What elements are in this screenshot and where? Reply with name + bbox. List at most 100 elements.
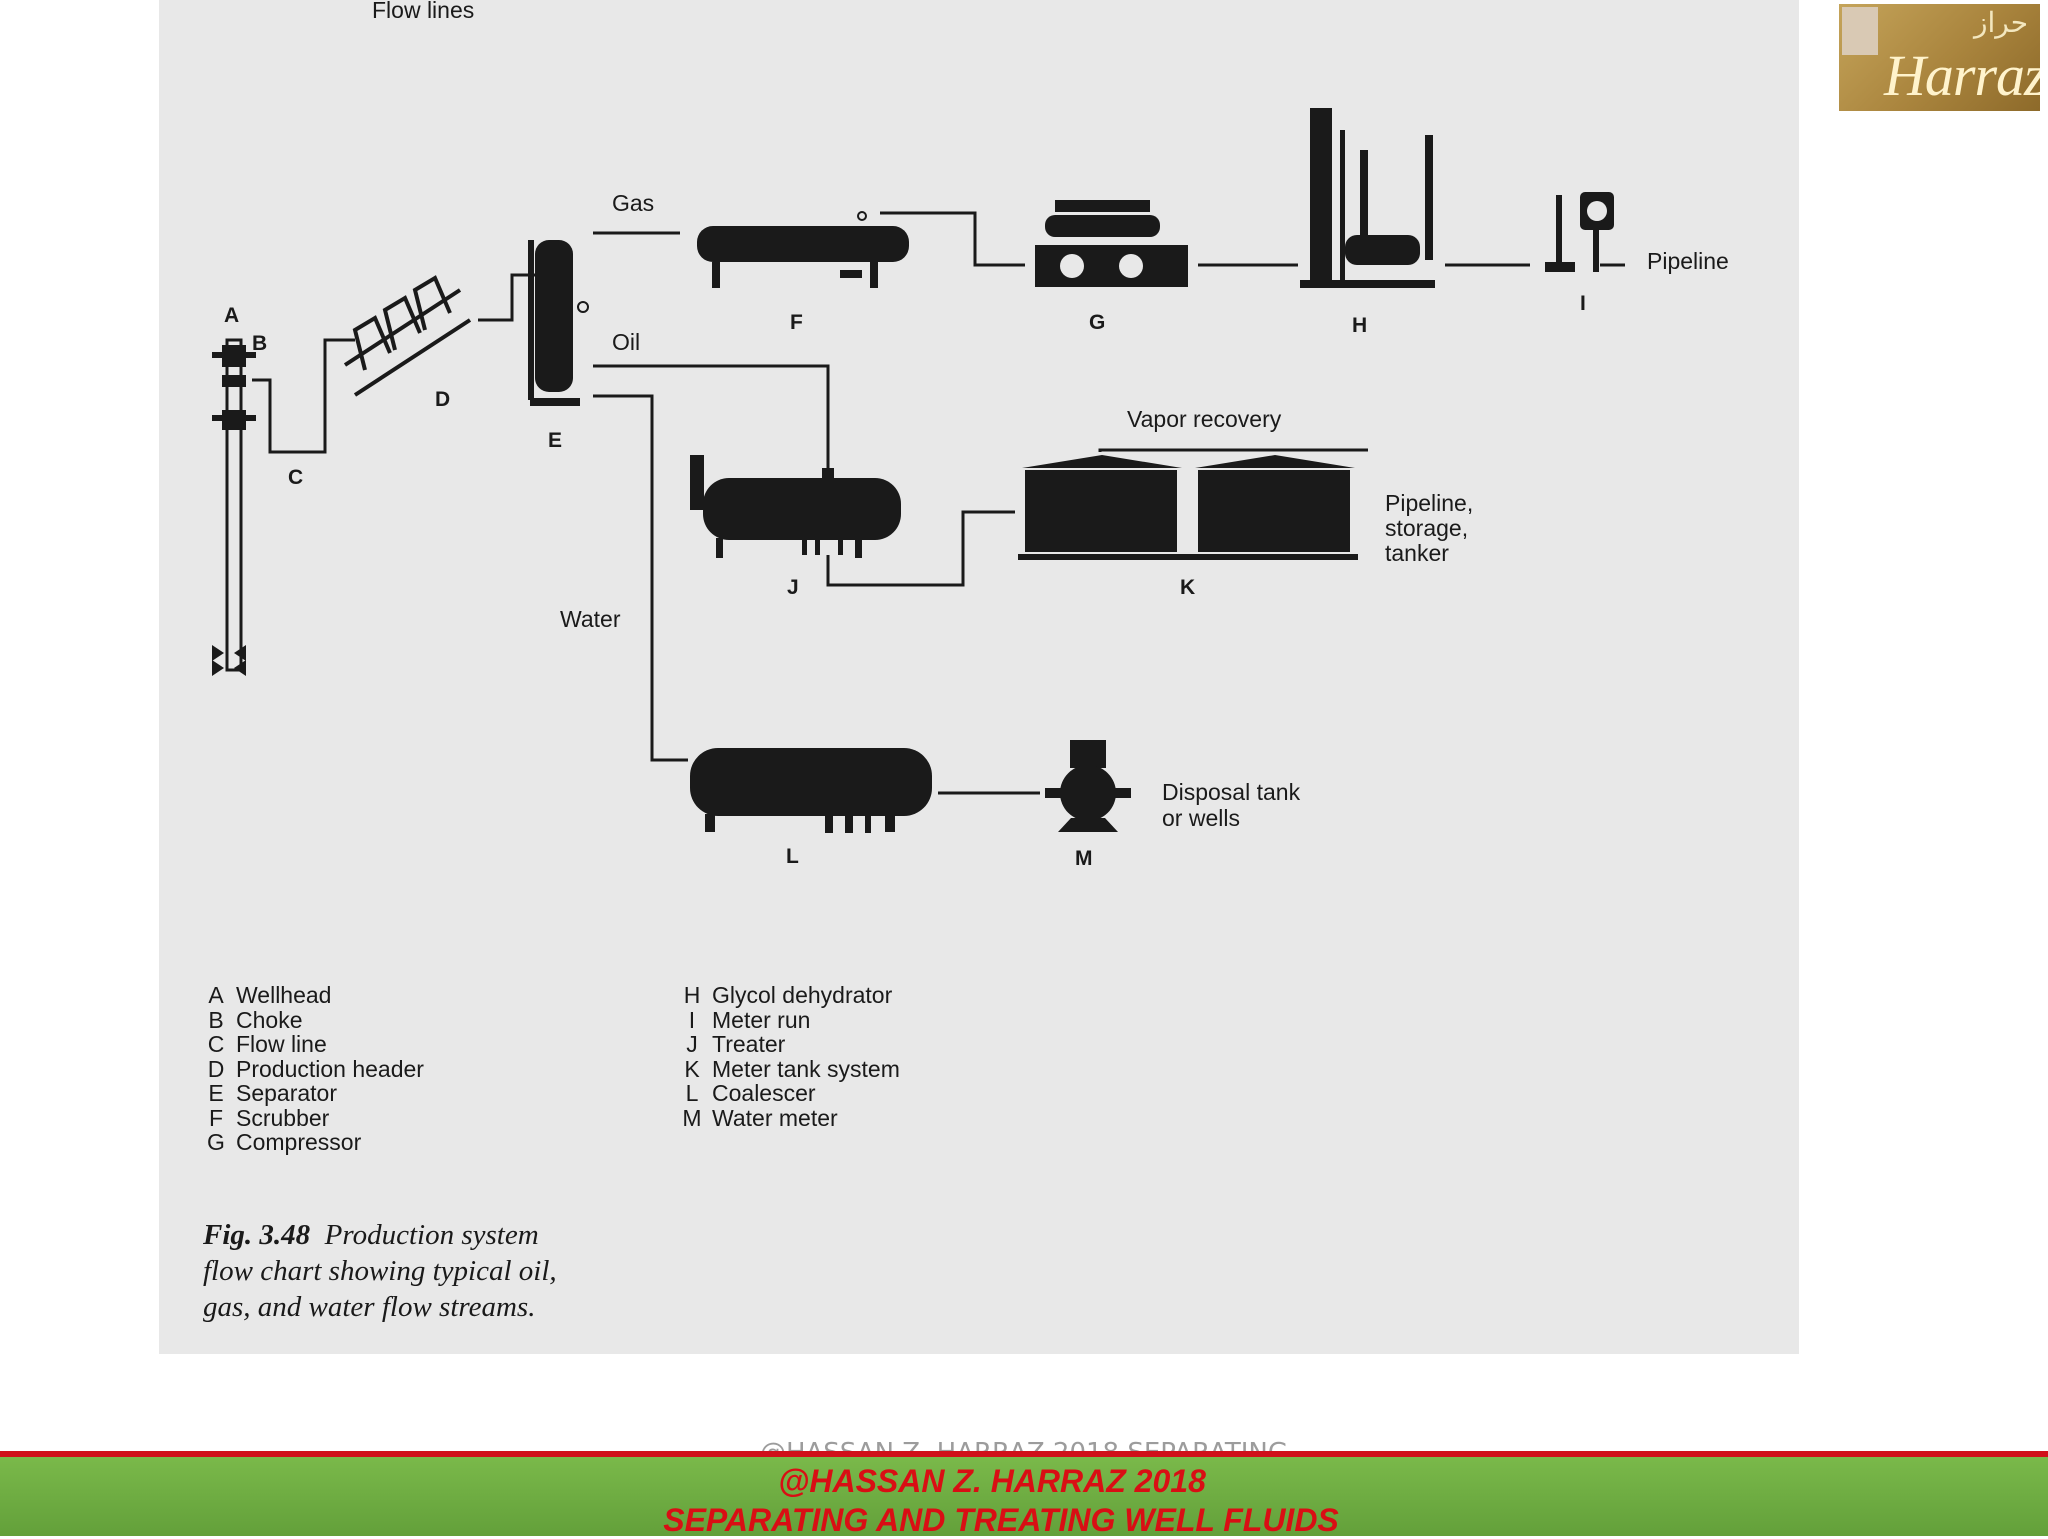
figure-panel xyxy=(159,0,1799,1354)
treater-vessel xyxy=(690,455,901,558)
letter-c: C xyxy=(288,466,303,489)
legend-key: F xyxy=(208,1104,224,1131)
legend-item: A Wellhead xyxy=(198,983,424,1008)
separator-vessel xyxy=(528,240,589,406)
legend-key: I xyxy=(688,1006,696,1033)
legend-label: Compressor xyxy=(236,1129,362,1155)
legend-item: D Production header xyxy=(198,1055,424,1082)
wellhead xyxy=(212,338,256,676)
legend-key: D xyxy=(207,1055,225,1082)
letter-h: H xyxy=(1352,314,1367,337)
legend-item: E Separator xyxy=(198,1081,424,1106)
figure-caption: Fig. 3.48 Production system flow chart s… xyxy=(203,1217,683,1325)
letter-g: G xyxy=(1089,311,1105,334)
letter-a: A xyxy=(224,304,239,327)
gas-label: Gas xyxy=(612,190,654,216)
legend-item: G Compressor xyxy=(198,1130,424,1155)
legend-label: Scrubber xyxy=(236,1104,330,1131)
meter-tank-system xyxy=(1018,455,1358,560)
flow-lines-label: Flow lines xyxy=(372,0,474,23)
scrubber-to-compressor-pipe xyxy=(880,211,1025,267)
flow-line-pipe xyxy=(252,338,355,454)
footer-title: SEPARATING AND TREATING WELL FLUIDS xyxy=(663,1502,1339,1538)
production-header xyxy=(343,275,472,397)
harraz-logo: حراز Harraz xyxy=(1839,4,2040,111)
legend-label: Glycol dehydrator xyxy=(712,982,893,1008)
legend-key: M xyxy=(682,1104,702,1131)
footer-banner: @HASSAN Z. HARRAZ 2018 SEPARATING AND TR… xyxy=(0,1451,2048,1538)
legend-key: E xyxy=(208,1080,224,1106)
caption-line1: Production system xyxy=(324,1219,539,1251)
equipment xyxy=(212,108,1614,833)
letter-i: I xyxy=(1580,292,1586,315)
water-line-pipe xyxy=(593,394,688,762)
legend-item: C Flow line xyxy=(198,1032,424,1057)
oil-label: Oil xyxy=(612,329,640,355)
legend-item: K Meter tank system xyxy=(674,1055,900,1082)
legend-label: Flow line xyxy=(236,1031,327,1057)
water-label: Water xyxy=(560,606,621,632)
caption-line2: flow chart showing typical oil, xyxy=(203,1255,557,1287)
letter-e: E xyxy=(548,429,562,452)
legend-key: H xyxy=(683,982,701,1008)
legend-item: L Coalescer xyxy=(674,1081,900,1106)
water-meter xyxy=(1045,740,1131,832)
legend-item: H Glycol dehydrator xyxy=(674,983,900,1008)
author-portrait xyxy=(1842,7,1878,55)
legend-key: C xyxy=(207,1031,225,1057)
legend-item: I Meter run xyxy=(674,1006,900,1033)
coalescer-vessel xyxy=(690,748,932,833)
letter-b: B xyxy=(252,332,267,355)
legend-key: K xyxy=(684,1055,700,1082)
legend-key: G xyxy=(207,1129,225,1155)
pipeline-label: Pipeline xyxy=(1647,248,1729,274)
legend-item: F Scrubber xyxy=(198,1104,424,1131)
legend-key: B xyxy=(208,1006,224,1033)
caption-line3: gas, and water flow streams. xyxy=(203,1291,536,1323)
disposal-line2: or wells xyxy=(1162,805,1240,831)
legend-label: Meter run xyxy=(712,1006,811,1033)
legend-key: A xyxy=(208,982,224,1008)
legend-label: Meter tank system xyxy=(712,1055,900,1082)
disposal-line1: Disposal tank xyxy=(1162,779,1301,805)
letter-m: M xyxy=(1075,847,1093,870)
legend-key: L xyxy=(685,1080,699,1106)
logo-arabic-text: حراز xyxy=(1973,6,2028,39)
compressor xyxy=(1035,200,1188,287)
component-letters: A B C D E F G H I J K L M xyxy=(224,292,1586,870)
letter-l: L xyxy=(786,845,799,868)
footer-author: @HASSAN Z. HARRAZ 2018 xyxy=(778,1463,1206,1499)
figure-number: Fig. 3.48 xyxy=(203,1219,311,1251)
legend-label: Coalescer xyxy=(712,1080,816,1106)
logo-script-text: Harraz xyxy=(1884,43,2040,108)
legend-label: Water meter xyxy=(712,1104,838,1131)
pipeline-storage-line2: storage, xyxy=(1385,515,1468,541)
letter-k: K xyxy=(1180,576,1195,599)
legend-item: B Choke xyxy=(198,1006,424,1033)
oil-line-pipe xyxy=(593,364,830,470)
glycol-dehydrator xyxy=(1300,108,1435,288)
header-to-separator-pipe xyxy=(478,273,540,322)
legend-label: Production header xyxy=(236,1055,424,1082)
legend-right: H Glycol dehydrator I Meter run J Treater K… xyxy=(674,983,900,1131)
legend-label: Separator xyxy=(236,1080,338,1106)
legend-label: Treater xyxy=(712,1031,786,1057)
flow-pipes xyxy=(252,211,1625,795)
vapor-recovery-pipe xyxy=(1098,448,1368,452)
treater-to-tank-pipe xyxy=(826,510,1015,587)
letter-f: F xyxy=(790,311,803,334)
legend-item: J Treater xyxy=(674,1032,900,1057)
legend-key: J xyxy=(686,1031,698,1057)
vapor-recovery-label: Vapor recovery xyxy=(1127,406,1282,432)
legend-label: Choke xyxy=(236,1006,303,1033)
pipeline-storage-line3: tanker xyxy=(1385,540,1449,566)
scrubber-vessel xyxy=(697,211,909,288)
stream-labels: Flow lines Gas Oil Water Vapor recovery … xyxy=(372,0,1729,831)
letter-d: D xyxy=(435,388,450,411)
legend-left: A Wellhead B Choke C Flow line D Production … xyxy=(198,983,424,1155)
legend-label: Wellhead xyxy=(236,982,332,1008)
letter-j: J xyxy=(787,576,799,599)
pipeline-storage-line1: Pipeline, xyxy=(1385,490,1473,516)
legend-item: M Water meter xyxy=(674,1104,900,1131)
